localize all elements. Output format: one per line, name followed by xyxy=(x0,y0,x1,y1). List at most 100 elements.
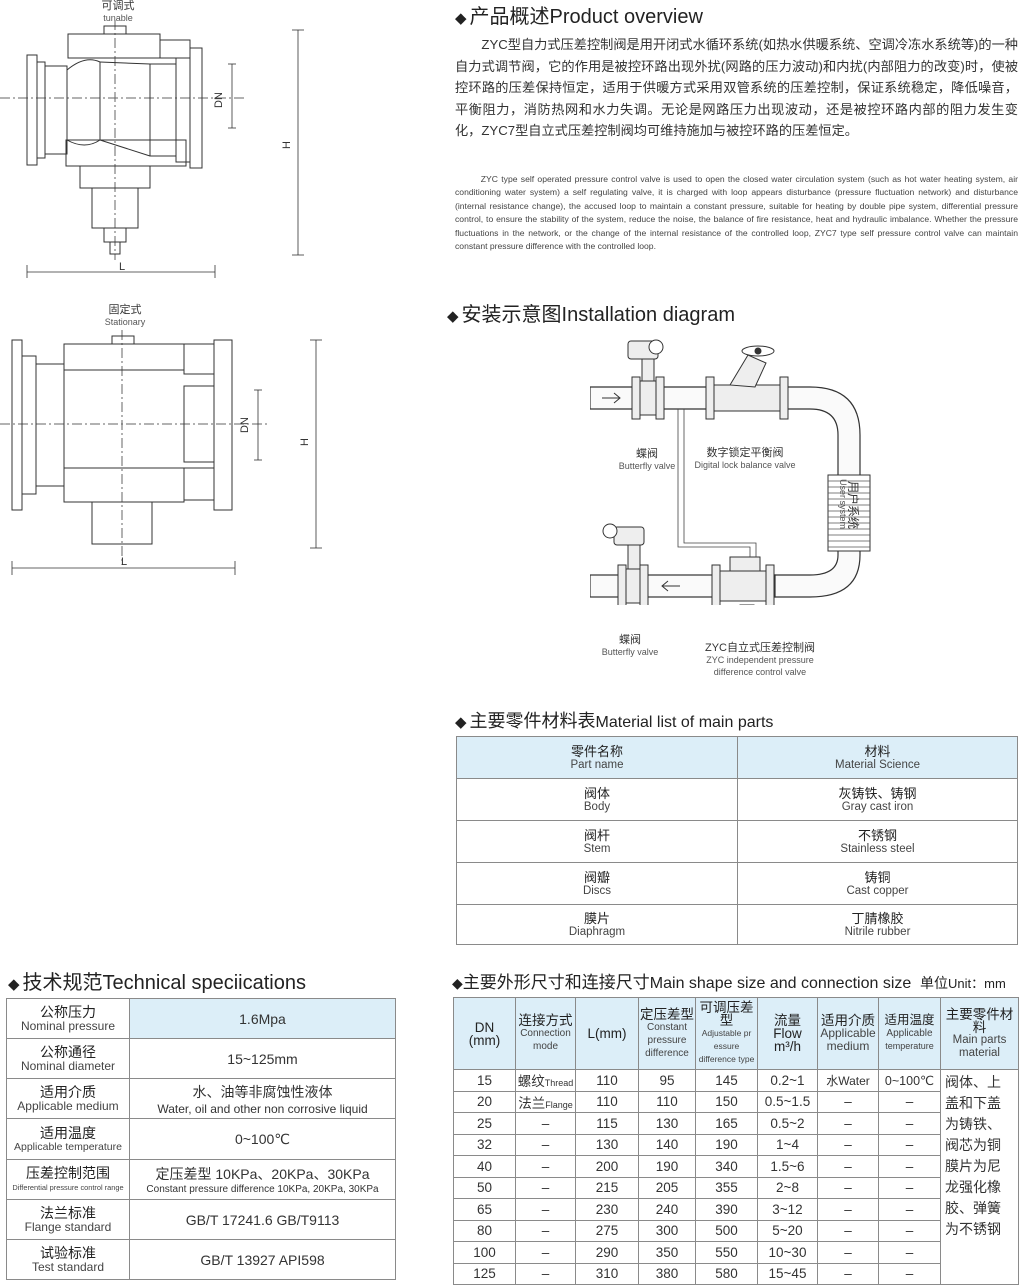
cell-t: 0~100℃ xyxy=(878,1069,941,1092)
cell-t: – xyxy=(878,1155,941,1178)
cell-m: – xyxy=(817,1219,879,1242)
cell-t: – xyxy=(878,1112,941,1135)
cell-dn: 25 xyxy=(453,1112,516,1135)
dim-dn-stationary: DN xyxy=(239,417,251,433)
cell-m: – xyxy=(817,1112,879,1135)
cell-a: 145 xyxy=(695,1069,758,1092)
cell-dn: 15 xyxy=(453,1069,516,1092)
cell-f: 3~12 xyxy=(757,1198,818,1221)
dim-h-tunable: H xyxy=(281,141,293,149)
cell-m: – xyxy=(817,1198,879,1221)
cell-conn: – xyxy=(515,1176,576,1199)
cell-m: – xyxy=(817,1090,879,1113)
cell-t: – xyxy=(878,1198,941,1221)
cell-m: – xyxy=(817,1176,879,1199)
cell-c: 380 xyxy=(638,1262,696,1285)
cell-dn: 32 xyxy=(453,1133,516,1156)
valve-drawing-tunable: DN H L xyxy=(0,20,304,278)
cell-c: 350 xyxy=(638,1241,696,1264)
cell-dn: 50 xyxy=(453,1176,516,1199)
installation-diagram: 用户系统 User system xyxy=(590,339,871,605)
overview-paragraph-cn: ZYC型自力式压差控制阀是用开闭式水循环系统(如热水供暖系统、空调冷冻水系统等)… xyxy=(455,37,1018,138)
dim-l-tunable: L xyxy=(119,261,125,273)
cell-t: – xyxy=(878,1176,941,1199)
drawing-stationary-label-en: Stationary xyxy=(104,317,146,327)
cell-c: 95 xyxy=(638,1069,696,1092)
cell-a: 355 xyxy=(695,1176,758,1199)
cell-l: 230 xyxy=(575,1198,639,1221)
overview-paragraph-en: ZYC type self operated pressure control … xyxy=(455,174,1018,252)
cell-l: 290 xyxy=(575,1241,639,1264)
dim-dn-tunable: DN xyxy=(213,92,225,108)
user-system-box xyxy=(827,474,871,552)
cell-a: 165 xyxy=(695,1112,758,1135)
cell-conn: – xyxy=(515,1219,576,1242)
cell-f: 0.5~1.5 xyxy=(757,1090,818,1113)
cell-l: 215 xyxy=(575,1176,639,1199)
cell-l: 110 xyxy=(575,1090,639,1113)
cell-t: – xyxy=(878,1133,941,1156)
cell-dn: 65 xyxy=(453,1198,516,1221)
balance-valve-caption: 数字锁定平衡阀 Digital lock balance valve xyxy=(694,447,796,470)
cell-dn: 80 xyxy=(453,1219,516,1242)
cell-a: 500 xyxy=(695,1219,758,1242)
cell-t: – xyxy=(878,1219,941,1242)
cell-m: – xyxy=(817,1155,879,1178)
butterfly-valve-bottom-caption: 蝶阀 Butterfly valve xyxy=(601,634,659,657)
valve-drawing-stationary: DN H L xyxy=(0,330,322,575)
cell-f: 10~30 xyxy=(757,1241,818,1264)
cell-c: 130 xyxy=(638,1112,696,1135)
drawing-stationary: 固定式 Stationary xyxy=(0,300,330,580)
cell-f: 2~8 xyxy=(757,1176,818,1199)
cell-dn: 20 xyxy=(453,1090,516,1113)
cell-m: – xyxy=(817,1241,879,1264)
cell-dn: 100 xyxy=(453,1241,516,1264)
cell-l: 275 xyxy=(575,1219,639,1242)
cell-f: 0.5~2 xyxy=(757,1112,818,1135)
dim-h-stationary: H xyxy=(299,438,311,446)
dim-l-stationary: L xyxy=(121,556,127,568)
cell-conn: – xyxy=(515,1198,576,1221)
cell-conn: 螺纹Thread xyxy=(515,1069,576,1092)
cell-a: 580 xyxy=(695,1262,758,1285)
main-parts-material-cell: 阀体、上盖和下盖为铸铁、阀芯为铜膜片为尼龙强化橡胶、弹簧为不锈钢 xyxy=(940,1069,1019,1285)
cell-m: 水Water xyxy=(817,1069,879,1092)
cell-l: 310 xyxy=(575,1262,639,1285)
cell-conn: – xyxy=(515,1112,576,1135)
cell-conn: – xyxy=(515,1133,576,1156)
cell-l: 110 xyxy=(575,1069,639,1092)
cell-f: 15~45 xyxy=(757,1262,818,1285)
cell-conn: – xyxy=(515,1155,576,1178)
cell-c: 190 xyxy=(638,1155,696,1178)
user-system-label-cn: 用户系统 xyxy=(846,481,861,529)
cell-l: 200 xyxy=(575,1155,639,1178)
cell-c: 205 xyxy=(638,1176,696,1199)
cell-a: 190 xyxy=(695,1133,758,1156)
cell-f: 1~4 xyxy=(757,1133,818,1156)
user-system-label-en: User system xyxy=(838,479,848,529)
cell-m: – xyxy=(817,1133,879,1156)
drawing-stationary-label-cn: 固定式 xyxy=(108,304,142,316)
dims-title: ◆主要外形尺寸和连接尺寸Main shape size and connecti… xyxy=(452,973,1006,992)
cell-a: 390 xyxy=(695,1198,758,1221)
